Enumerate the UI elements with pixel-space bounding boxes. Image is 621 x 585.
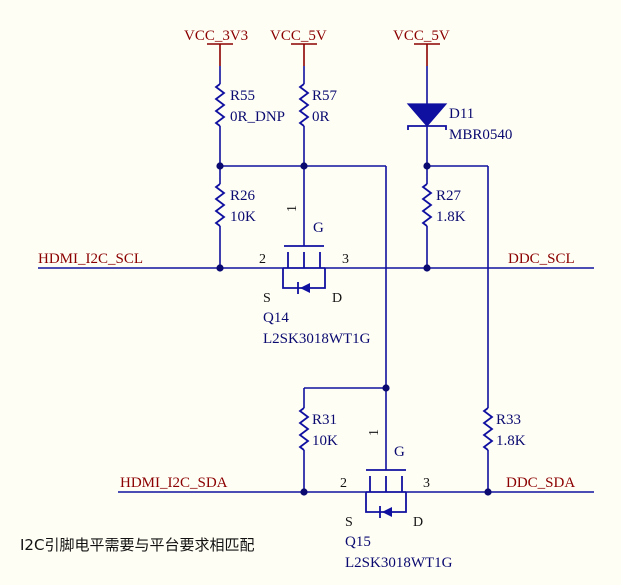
q14-pin3: 3	[342, 252, 349, 267]
junction-dot	[484, 488, 492, 496]
q15-pin2: 2	[340, 476, 347, 491]
r26-ref: R26	[230, 188, 256, 204]
junction-dot	[423, 162, 431, 170]
r31-ref: R31	[312, 412, 337, 428]
r57-ref: R57	[312, 88, 338, 104]
d11-ref: D11	[449, 106, 474, 122]
junction-dot	[300, 162, 308, 170]
power-symbol-vcc5v-b	[414, 43, 440, 66]
q14-value: L2SK3018WT1G	[263, 331, 371, 347]
q15-pin3: 3	[423, 476, 430, 491]
q14-drain: D	[332, 291, 342, 306]
vcc3v3-label: VCC_3V3	[184, 28, 248, 44]
mosfet-q15	[365, 388, 407, 518]
junction-dot	[382, 384, 390, 392]
diode-d11	[406, 66, 448, 166]
d11-value: MBR0540	[449, 127, 512, 143]
r27-ref: R27	[436, 188, 462, 204]
q14-pin1: 1	[285, 205, 300, 212]
ddc-scl-label: DDC_SCL	[508, 251, 575, 267]
resistor-r57	[298, 66, 310, 166]
r31-value: 10K	[312, 433, 338, 449]
junction-dot	[423, 264, 431, 272]
resistor-r55	[214, 66, 226, 166]
resistor-r33	[482, 407, 494, 492]
q14-gate: G	[313, 220, 324, 236]
resistor-r26	[214, 166, 226, 268]
q14-source: S	[263, 291, 271, 306]
junction-dot	[300, 488, 308, 496]
q15-ref: Q15	[345, 534, 371, 550]
q15-gate: G	[394, 444, 405, 460]
q15-source: S	[345, 515, 353, 530]
mosfet-q14	[282, 166, 326, 294]
q14-pin2: 2	[259, 252, 266, 267]
r26-value: 10K	[230, 209, 256, 225]
r57-value: 0R	[312, 109, 330, 125]
r55-ref: R55	[230, 88, 255, 104]
junction-dot	[216, 162, 224, 170]
q15-pin1: 1	[367, 429, 382, 436]
junction-dots	[216, 162, 492, 496]
r27-value: 1.8K	[436, 209, 466, 225]
power-symbol-vcc3v3	[207, 43, 233, 66]
vcc5v-label-a: VCC_5V	[270, 28, 327, 44]
design-note: I2C引脚电平需要与平台要求相匹配	[20, 536, 254, 554]
resistor-r31	[298, 388, 310, 492]
q15-drain: D	[413, 515, 423, 530]
q15-value: L2SK3018WT1G	[345, 555, 453, 571]
power-symbol-vcc5v-a	[291, 43, 317, 66]
r33-ref: R33	[496, 412, 521, 428]
ddc-sda-label: DDC_SDA	[506, 475, 575, 491]
hdmi-scl-label: HDMI_I2C_SCL	[38, 251, 143, 267]
q14-ref: Q14	[263, 310, 289, 326]
junction-dot	[216, 264, 224, 272]
r55-value: 0R_DNP	[230, 109, 285, 125]
vcc5v-label-b: VCC_5V	[393, 28, 450, 44]
r33-value: 1.8K	[496, 433, 526, 449]
resistor-r27	[421, 166, 433, 268]
hdmi-sda-label: HDMI_I2C_SDA	[120, 475, 228, 491]
